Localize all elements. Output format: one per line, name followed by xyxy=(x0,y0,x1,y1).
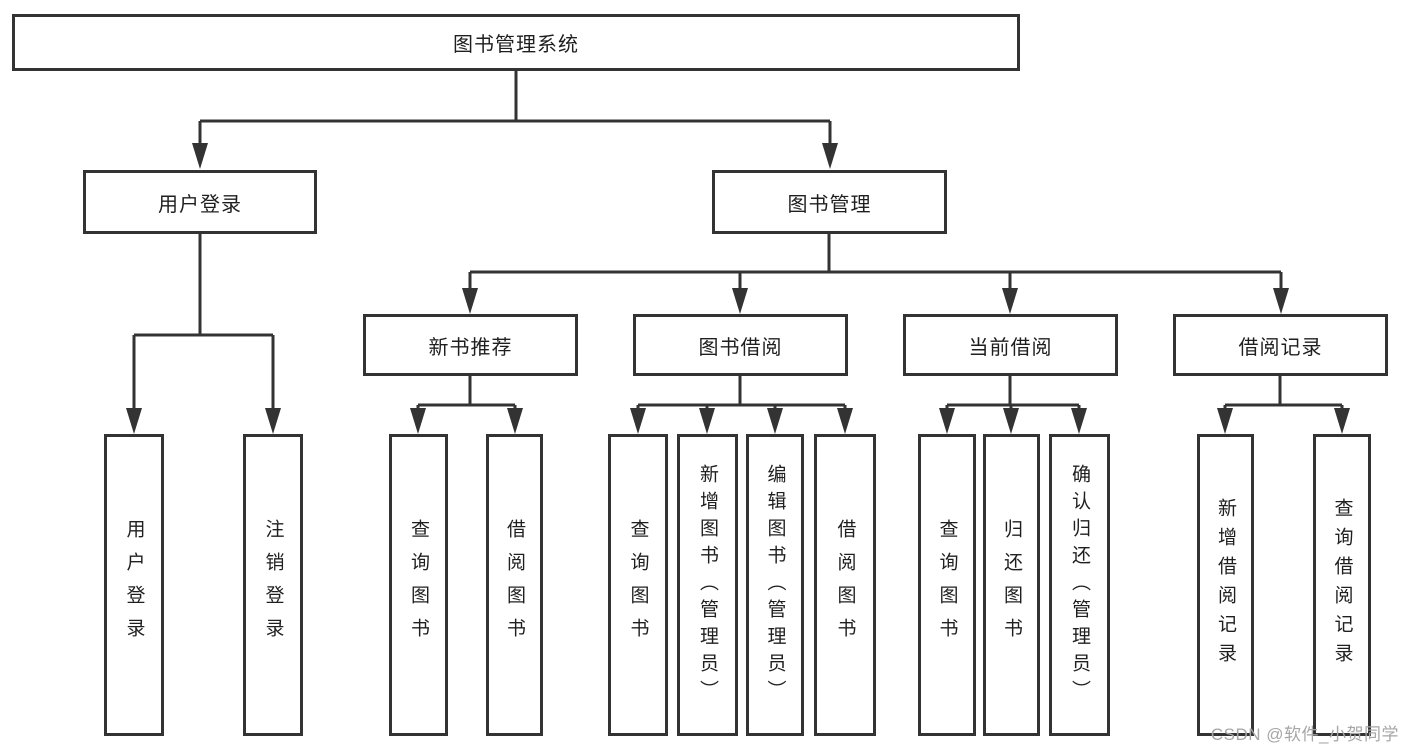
node-label: 归还图书 xyxy=(1001,519,1022,651)
leaf-query-books-recommend: 查询图书 xyxy=(389,434,448,736)
node-label: 新书推荐 xyxy=(428,336,513,359)
node-label: 借阅图书 xyxy=(834,519,856,651)
node-label: 新增图书（管理员） xyxy=(697,463,718,707)
leaf-add-borrow-record: 新增借阅记录 xyxy=(1197,434,1254,736)
leaf-confirm-return-admin: 确认归还（管理员） xyxy=(1049,434,1110,736)
node-book-management: 图书管理 xyxy=(712,170,947,234)
node-label: 借阅图书 xyxy=(504,519,525,651)
node-label: 查询图书 xyxy=(936,519,958,651)
node-label: 图书管理系统 xyxy=(453,34,579,56)
node-label: 图书借阅 xyxy=(698,336,783,359)
node-label: 借阅记录 xyxy=(1238,336,1323,359)
node-label: 当前借阅 xyxy=(968,336,1053,359)
node-user-login: 用户登录 xyxy=(83,170,317,234)
node-current-borrow: 当前借阅 xyxy=(903,314,1118,376)
node-book-borrow: 图书借阅 xyxy=(633,314,848,376)
leaf-edit-book-admin: 编辑图书（管理员） xyxy=(746,434,804,736)
leaf-add-book-admin: 新增图书（管理员） xyxy=(677,434,738,736)
leaf-user-login: 用户登录 xyxy=(104,434,164,736)
leaf-borrow-books: 借阅图书 xyxy=(814,434,876,736)
node-label: 用户登录 xyxy=(123,519,145,651)
node-label: 用户登录 xyxy=(158,193,242,216)
leaf-logout: 注销登录 xyxy=(243,434,303,736)
node-label: 查询图书 xyxy=(627,519,649,651)
node-label: 编辑图书（管理员） xyxy=(764,463,786,707)
leaf-query-books-borrow: 查询图书 xyxy=(608,434,668,736)
leaf-return-books: 归还图书 xyxy=(983,434,1040,736)
node-label: 确认归还（管理员） xyxy=(1069,463,1090,707)
leaf-borrow-books-recommend: 借阅图书 xyxy=(486,434,543,736)
node-label: 查询借阅记录 xyxy=(1331,498,1353,672)
node-label: 注销登录 xyxy=(262,519,284,651)
node-label: 新增借阅记录 xyxy=(1215,498,1236,672)
leaf-query-books-current: 查询图书 xyxy=(918,434,976,736)
node-label: 图书管理 xyxy=(787,193,872,216)
watermark: CSDN @软件_小贺同学 xyxy=(1210,725,1399,744)
leaf-query-borrow-record: 查询借阅记录 xyxy=(1313,434,1371,736)
node-borrow-records: 借阅记录 xyxy=(1173,314,1388,376)
node-label: 查询图书 xyxy=(408,519,429,651)
node-new-book-recommend: 新书推荐 xyxy=(363,314,578,376)
node-library-system: 图书管理系统 xyxy=(12,14,1020,71)
